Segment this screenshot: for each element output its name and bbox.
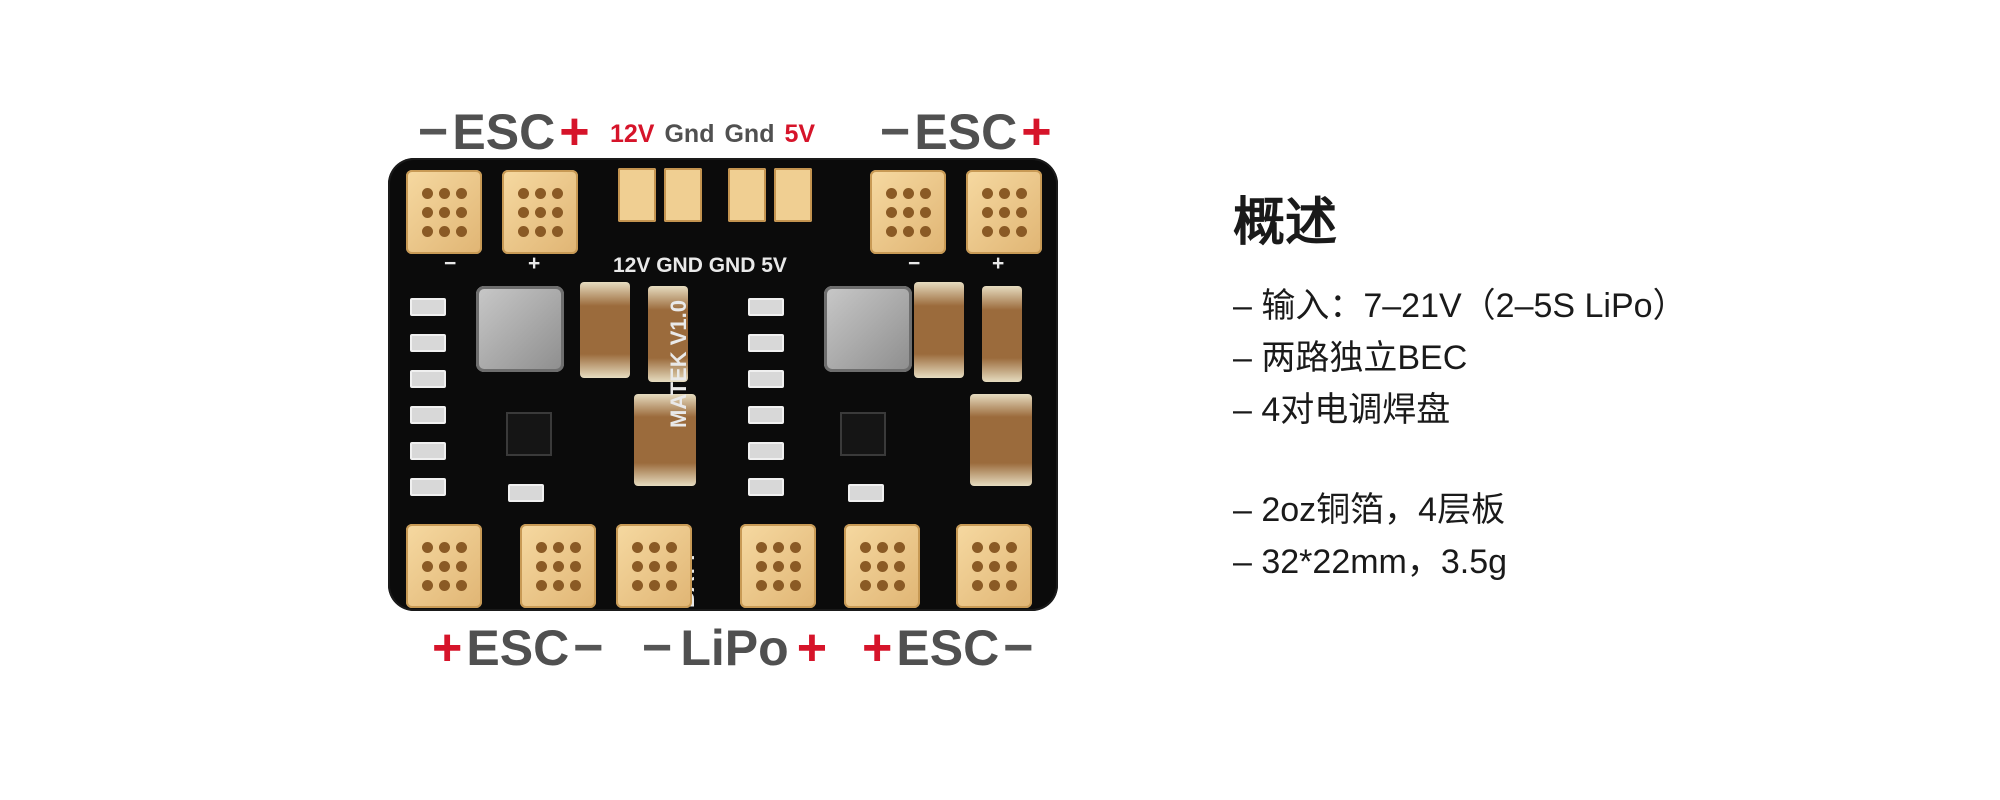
spec-line-copper: – 2oz铜箔，4层板 [1233,491,1506,529]
resistor [410,334,446,352]
spec-line-size: – 32*22mm，3.5g [1233,543,1508,581]
resistor [410,298,446,316]
resistor [848,484,884,502]
bottom-right-esc-label: + ESC − [862,619,1034,677]
resistor [748,298,784,316]
resistor [748,442,784,460]
resistor [410,478,446,496]
power-output-labels: 12V Gnd Gnd 5V [610,120,816,148]
power-pad-gnd [664,168,702,222]
battery-pad [616,524,692,608]
bottom-lipo-label: − LiPo + [642,619,828,677]
resistor [748,334,784,352]
esc-pad [502,170,578,254]
top-left-esc-label: − ESC + [418,103,590,161]
resistor [410,442,446,460]
capacitor [982,286,1022,382]
inductor [476,286,564,372]
silk-model: MATEK V1.0 [666,300,691,428]
capacitor [648,286,688,382]
resistor [748,478,784,496]
esc-pad [966,170,1042,254]
silk-minus: − [908,252,921,275]
capacitor [970,394,1032,486]
bottom-left-esc-label: + ESC − [432,619,604,677]
spec-line-esc-pads: – 4对电调焊盘 [1233,391,1451,429]
regulator-ic [506,412,552,456]
pdb-board: 12V GND GND 5V − + − + MATEK V1.0 BATT [388,158,1058,611]
silk-plus: + [528,252,541,275]
spec-line-bec: – 两路独立BEC [1233,339,1468,377]
top-right-esc-label: − ESC + [880,103,1052,161]
power-pad-5v [774,168,812,222]
capacitor [634,394,696,486]
resistor [748,406,784,424]
silk-minus: − [444,252,457,275]
capacitor [914,282,964,378]
resistor [508,484,544,502]
regulator-ic [840,412,886,456]
esc-pad [956,524,1032,608]
esc-pad [844,524,920,608]
resistor [748,370,784,388]
esc-pad [406,524,482,608]
silk-power-label: 12V GND GND 5V [613,254,787,277]
power-pad-12v [618,168,656,222]
esc-pad [870,170,946,254]
resistor [410,370,446,388]
capacitor [580,282,630,378]
power-pad-gnd [728,168,766,222]
esc-pad [520,524,596,608]
silk-plus: + [992,252,1005,275]
spec-title: 概述 [1233,194,1338,252]
esc-pad [406,170,482,254]
resistor [410,406,446,424]
battery-pad [740,524,816,608]
spec-line-input: – 输入：7–21V（2–5S LiPo） [1233,287,1687,325]
inductor [824,286,912,372]
